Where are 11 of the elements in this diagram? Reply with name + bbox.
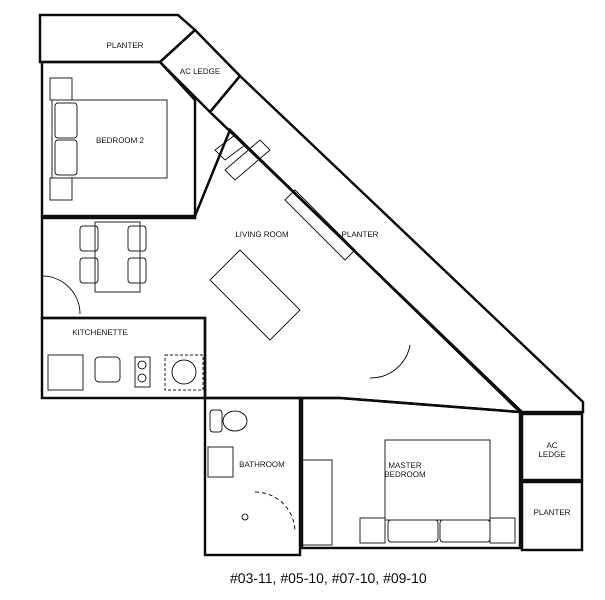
room-label: AC LEDGE	[537, 442, 567, 460]
room-label: BEDROOM 2	[94, 137, 145, 146]
room-label: LIVING ROOM	[234, 231, 290, 240]
unit-numbers-caption: #03-11, #05-10, #07-10, #09-10	[230, 570, 427, 586]
room-label: AC LEDGE	[178, 68, 222, 77]
room-label: PLANTER	[106, 42, 144, 51]
room-label: PLANTER	[532, 509, 572, 518]
room-label: BATHROOM	[238, 461, 286, 470]
room-label: KITCHENETTE	[71, 329, 129, 338]
room-label: MASTER BEDROOM	[383, 462, 427, 480]
room-label: PLANTER	[340, 231, 380, 240]
